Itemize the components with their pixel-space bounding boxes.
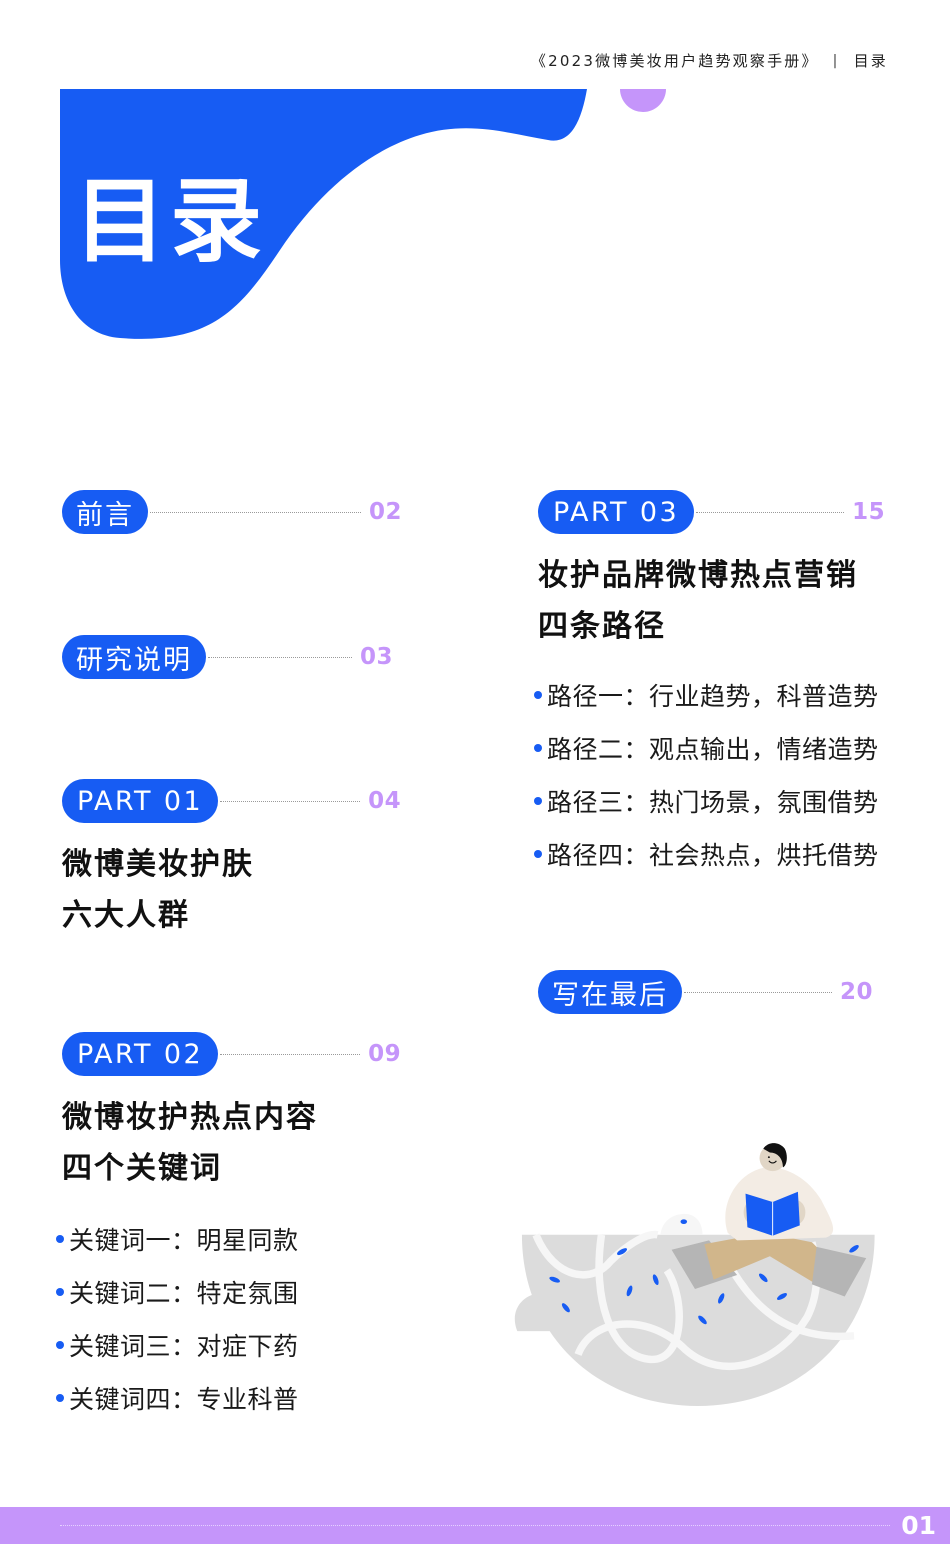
- leader-dots: [208, 656, 352, 658]
- page-number: 03: [360, 644, 394, 670]
- leader-dots: [220, 800, 361, 802]
- list-item-text: 关键词一：明星同款: [69, 1225, 299, 1255]
- bullet-icon: [56, 1234, 64, 1243]
- section-title: 妆护品牌微博热点营销 四条路径: [538, 550, 898, 652]
- bullet-icon: [534, 796, 542, 805]
- list-item[interactable]: 关键词三：对症下药: [56, 1318, 422, 1371]
- path-list: 路径一：行业趋势，科普造势 路径二：观点输出，情绪造势 路径三：热门场景，氛围借…: [534, 668, 898, 880]
- toc-pill-closing[interactable]: 写在最后: [538, 970, 682, 1014]
- purple-half-circle: [620, 89, 666, 112]
- section-title-line: 六大人群: [62, 898, 190, 933]
- section-title-line: 四条路径: [538, 609, 666, 644]
- header-section: 目录: [853, 52, 888, 70]
- section-title-line: 微博妆护热点内容: [62, 1100, 318, 1135]
- bullet-icon: [56, 1393, 64, 1402]
- toc-pill-part2[interactable]: PART 02: [62, 1032, 219, 1076]
- footer-page-number: 01: [901, 1511, 936, 1540]
- toc-pill-part3[interactable]: PART 03: [538, 490, 695, 534]
- toc-pill-research[interactable]: 研究说明: [62, 635, 206, 679]
- list-item-text: 路径四：社会热点，烘托借势: [547, 840, 879, 870]
- person-reading-book-illustration: [514, 1143, 875, 1406]
- section-title: 微博妆护热点内容 四个关键词: [62, 1092, 422, 1194]
- toc-entry-closing[interactable]: 写在最后 20: [538, 970, 898, 1014]
- list-item[interactable]: 关键词二：特定氛围: [56, 1265, 422, 1318]
- keyword-list: 关键词一：明星同款 关键词二：特定氛围 关键词三：对症下药 关键词四：专业科普: [56, 1212, 422, 1424]
- document-title: 《2023微博美妆用户趋势观察手册》: [530, 52, 819, 70]
- section-title-line: 微博美妆护肤: [62, 847, 254, 882]
- footer-leader-dots: [60, 1525, 890, 1526]
- bullet-icon: [534, 743, 542, 752]
- list-item[interactable]: 路径四：社会热点，烘托借势: [534, 827, 898, 880]
- bullet-icon: [534, 849, 542, 858]
- section-title: 微博美妆护肤 六大人群: [62, 839, 422, 941]
- list-item-text: 关键词二：特定氛围: [69, 1278, 299, 1308]
- header-separator: |: [832, 52, 840, 69]
- list-item[interactable]: 路径二：观点输出，情绪造势: [534, 721, 898, 774]
- list-item-text: 路径一：行业趋势，科普造势: [547, 681, 879, 711]
- toc-entry-preface[interactable]: 前言 02: [62, 490, 402, 534]
- toc-entry-part1[interactable]: PART 01 04 微博美妆护肤 六大人群: [62, 779, 422, 941]
- bullet-icon: [534, 690, 542, 699]
- list-item[interactable]: 关键词四：专业科普: [56, 1371, 422, 1424]
- toc-entry-research[interactable]: 研究说明 03: [62, 635, 402, 679]
- toc-pill-preface[interactable]: 前言: [62, 490, 148, 534]
- page-number: 20: [840, 979, 874, 1005]
- leader-dots: [150, 511, 361, 513]
- list-item-text: 关键词三：对症下药: [69, 1331, 299, 1361]
- footer-bar: 01: [0, 1507, 950, 1544]
- leader-dots: [696, 511, 845, 513]
- section-title-line: 妆护品牌微博热点营销: [538, 558, 858, 593]
- page-number: 02: [368, 499, 402, 525]
- page-number: 04: [368, 788, 402, 814]
- list-item-text: 路径三：热门场景，氛围借势: [547, 787, 879, 817]
- toc-entry-part2[interactable]: PART 02 09 微博妆护热点内容 四个关键词 关键词一：明星同款 关键词二…: [56, 1032, 422, 1424]
- toc-pill-part1[interactable]: PART 01: [62, 779, 219, 823]
- page-title: 目录: [74, 168, 267, 275]
- toc-entry-part3[interactable]: PART 03 15 妆护品牌微博热点营销 四条路径 路径一：行业趋势，科普造势…: [534, 490, 898, 880]
- leader-dots: [220, 1053, 361, 1055]
- page-number: 09: [368, 1041, 402, 1067]
- list-item[interactable]: 关键词一：明星同款: [56, 1212, 422, 1265]
- running-header: 《2023微博美妆用户趋势观察手册》 | 目录: [531, 50, 888, 71]
- section-title-line: 四个关键词: [62, 1151, 222, 1186]
- leader-dots: [684, 991, 832, 993]
- list-item-text: 路径二：观点输出，情绪造势: [547, 734, 879, 764]
- bullet-icon: [56, 1287, 64, 1296]
- list-item[interactable]: 路径三：热门场景，氛围借势: [534, 774, 898, 827]
- list-item-text: 关键词四：专业科普: [69, 1384, 299, 1414]
- page-number: 15: [852, 499, 886, 525]
- hero-blob-shape: [60, 89, 666, 339]
- list-item[interactable]: 路径一：行业趋势，科普造势: [534, 668, 898, 721]
- bullet-icon: [56, 1340, 64, 1349]
